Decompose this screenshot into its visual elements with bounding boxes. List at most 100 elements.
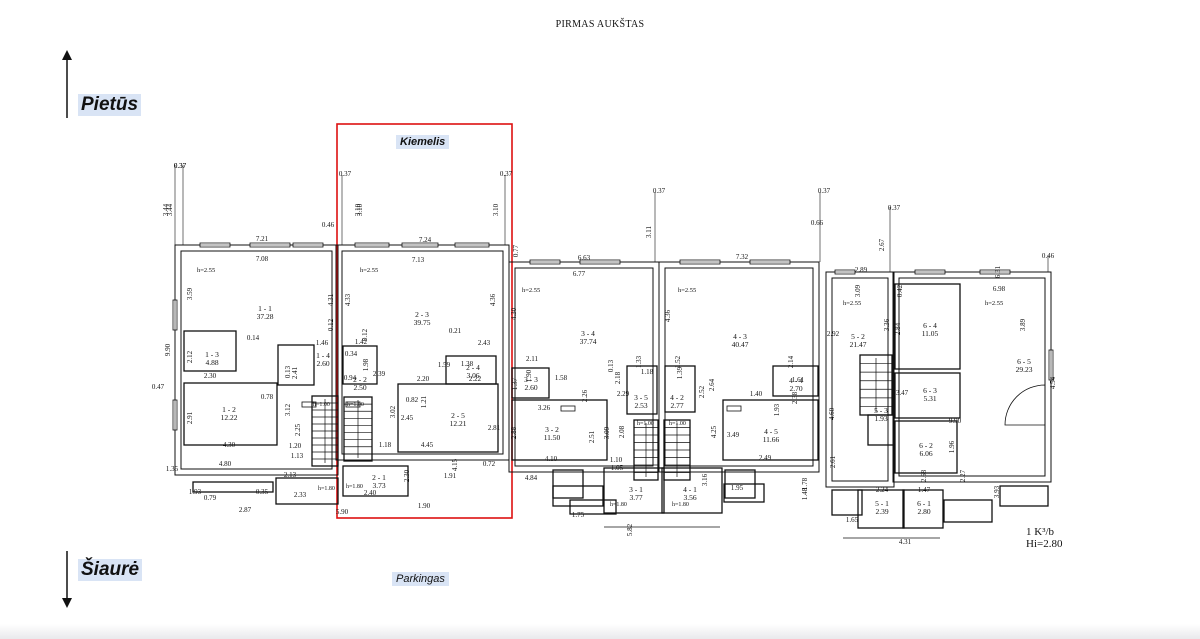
outer-wall	[335, 244, 510, 461]
dimension-label: 4.54	[1049, 376, 1057, 389]
dimension-label: 0.13	[284, 365, 292, 378]
dimension-label: 0.94	[344, 374, 357, 382]
dimension-label: 3.59	[186, 287, 194, 300]
dim-text: 0.37	[888, 204, 901, 212]
room-3-3	[511, 367, 550, 399]
room-3-porch	[552, 469, 584, 499]
dimension-label: 4.60	[828, 407, 836, 420]
entry-platform	[999, 485, 1049, 507]
dimension-label: 3.49	[727, 431, 740, 439]
dimension-label: 1.18	[379, 441, 392, 449]
dimension-label: 1.75	[572, 511, 585, 519]
room-number: 2 - 5	[451, 411, 465, 420]
dimension-label: 2.22	[469, 375, 482, 383]
room-area: 2.60	[524, 383, 537, 392]
room-5-3	[867, 414, 895, 446]
dimension-label: 9.90	[164, 343, 172, 356]
dim-text: 3.10	[492, 203, 500, 216]
hatch-marker	[301, 401, 317, 408]
dimension-label: 3.89	[1019, 318, 1027, 331]
room-number: 5 - 3	[874, 406, 888, 415]
dimension-label: 1.58	[555, 374, 568, 382]
dimension-label: 2.13	[284, 471, 297, 479]
dim-text: 0.37	[339, 170, 352, 178]
dimension-label: 4.84	[525, 474, 538, 482]
room-area: 21.47	[850, 340, 867, 349]
dimension-label: 4.36	[489, 293, 497, 306]
dimension-label: 2.61	[829, 455, 837, 468]
room-4-5	[722, 399, 819, 461]
room-area: 3.06	[466, 371, 479, 380]
room-area: 11.66	[763, 435, 780, 444]
dimension-label: 1.35	[166, 465, 179, 473]
room-1-3	[183, 330, 237, 372]
dimension-label: 7.08	[256, 255, 269, 263]
dim-text: 3.10	[354, 203, 362, 216]
room-5-1	[857, 489, 905, 529]
dimension-label: 1.33	[635, 355, 643, 368]
dimension-label: 2.49	[759, 454, 772, 462]
dimension-label: 6.63	[578, 254, 591, 262]
room-6-2	[894, 420, 958, 474]
bottom-shade	[0, 624, 1200, 639]
room-6-3	[894, 372, 961, 419]
ceiling-height-tag: h=2.55	[678, 287, 696, 294]
dim-text: 0.46	[1042, 252, 1055, 260]
dimension-label: 2.64	[708, 378, 716, 391]
dimension-label: 4.30	[510, 307, 518, 320]
ceiling-height-tag: h=1.80	[672, 502, 689, 508]
room-6-4	[894, 283, 961, 370]
dim-text: 3.44	[162, 203, 170, 216]
dimension-label: 2.25	[294, 423, 302, 436]
dim-text: 4.31	[899, 538, 912, 546]
room-number: 1 - 1	[258, 304, 272, 313]
dimension-label: 1.37	[511, 377, 519, 390]
dimension-label: 7.24	[419, 236, 432, 244]
hatch-marker	[345, 401, 361, 408]
room-area: 1.93	[874, 414, 887, 423]
dimension-label: 2.33	[294, 491, 307, 499]
room-number: 4 - 5	[764, 427, 778, 436]
dimension-label: 7.32	[736, 253, 749, 261]
ceiling-height-tag: h=1.00	[347, 402, 364, 408]
dimension-label: 1.18	[641, 368, 654, 376]
dimension-label: 2.67	[878, 238, 886, 251]
dimension-label: 1.65	[846, 516, 859, 524]
dimension-label: 1.93	[773, 403, 781, 416]
outer-wall	[658, 261, 820, 473]
page-title: PIRMAS AUKŠTAS	[555, 19, 645, 30]
room-area: 6.06	[919, 449, 932, 458]
dimension-label: 2.27	[959, 469, 967, 482]
dimension-label: 2.68	[920, 469, 928, 482]
room-number: 3 - 5	[634, 393, 648, 402]
room-area: 29.23	[1016, 365, 1033, 374]
room-area: 37.74	[580, 337, 597, 346]
room-area: 3.56	[683, 493, 696, 502]
room-1-4	[277, 344, 315, 386]
dimension-label: 6.77	[573, 270, 586, 278]
dimension-label: 9.90	[949, 417, 962, 425]
room-area: 11.50	[544, 433, 561, 442]
ceiling-height-tag: h=2.55	[522, 287, 540, 294]
dimension-label: 0.34	[345, 350, 358, 358]
dimension-label: 1.42	[355, 338, 368, 346]
ceiling-height-tag: h=2.55	[197, 267, 215, 274]
room-area: 2.70	[789, 384, 802, 393]
dimension-label: 2.51	[588, 430, 596, 443]
dimension-label: 2.14	[787, 355, 795, 368]
room-area: 2.39	[875, 507, 888, 516]
dimension-label: 1.59	[438, 361, 451, 369]
dimension-label: 2.45	[401, 414, 414, 422]
room-number: 1 - 4	[316, 351, 330, 360]
ceiling-height-tag: h=1.80	[346, 484, 363, 490]
outer-wall	[825, 271, 895, 488]
dimension-label: 2.18	[614, 371, 622, 384]
room-area: 37.28	[257, 312, 274, 321]
room-number: 6 - 5	[1017, 357, 1031, 366]
dimension-label: 6.31	[994, 265, 1002, 278]
ceiling-height-tag: h=1.00	[669, 421, 686, 427]
room-number: 1 - 2	[222, 405, 236, 414]
room-area: 39.75	[414, 318, 431, 327]
room-number: 3 - 4	[581, 329, 595, 338]
dimension-label: 1.21	[420, 395, 428, 408]
